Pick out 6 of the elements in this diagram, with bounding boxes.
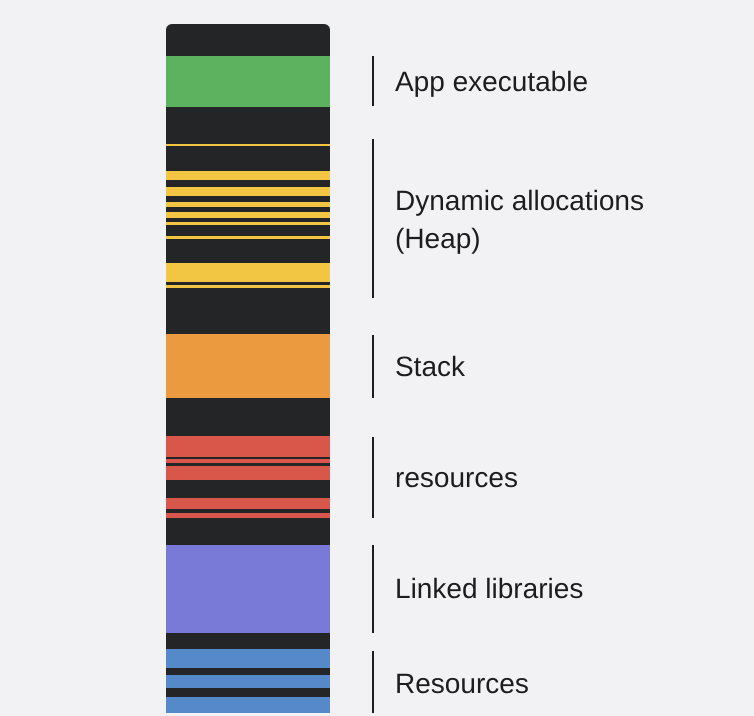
region-label: Dynamic allocations (Heap): [395, 184, 645, 256]
region-label: Stack: [395, 350, 466, 384]
region-label: App executable: [395, 65, 590, 99]
region-label: Linked libraries: [395, 572, 584, 606]
region-label: Resources: [395, 667, 530, 701]
region-label: resources: [395, 461, 519, 495]
